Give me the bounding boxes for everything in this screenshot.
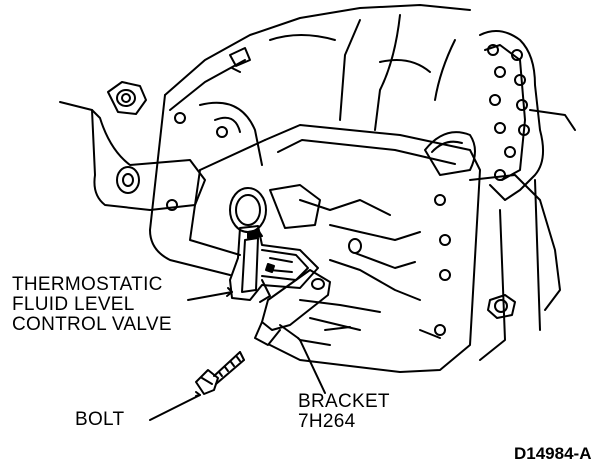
right-side-plate (424, 30, 576, 361)
figure-id: D14984-A (514, 444, 592, 463)
bracket-label: BRACKET 7H264 (298, 392, 390, 432)
bolt-label: BOLT (75, 409, 125, 430)
bracket-label-line1: BRACKET (298, 391, 390, 412)
bolt (195, 351, 245, 395)
transmission-case (149, 4, 471, 276)
hex-nut (107, 81, 147, 115)
bracket-label-line2: 7H264 (298, 411, 356, 432)
valve-label: THERMOSTATIC FLUID LEVEL CONTROL VALVE (12, 275, 172, 335)
leader-lines (149, 287, 326, 421)
drain-plug (487, 294, 516, 319)
valve-label-line2: FLUID LEVEL (12, 294, 135, 315)
valve-label-line3: CONTROL VALVE (12, 314, 172, 335)
valve-label-line1: THERMOSTATIC (12, 274, 163, 295)
valve-body (189, 124, 481, 373)
thermostatic-valve (229, 225, 319, 303)
mounting-bracket-left (59, 101, 206, 211)
bracket-7h264 (254, 269, 331, 346)
